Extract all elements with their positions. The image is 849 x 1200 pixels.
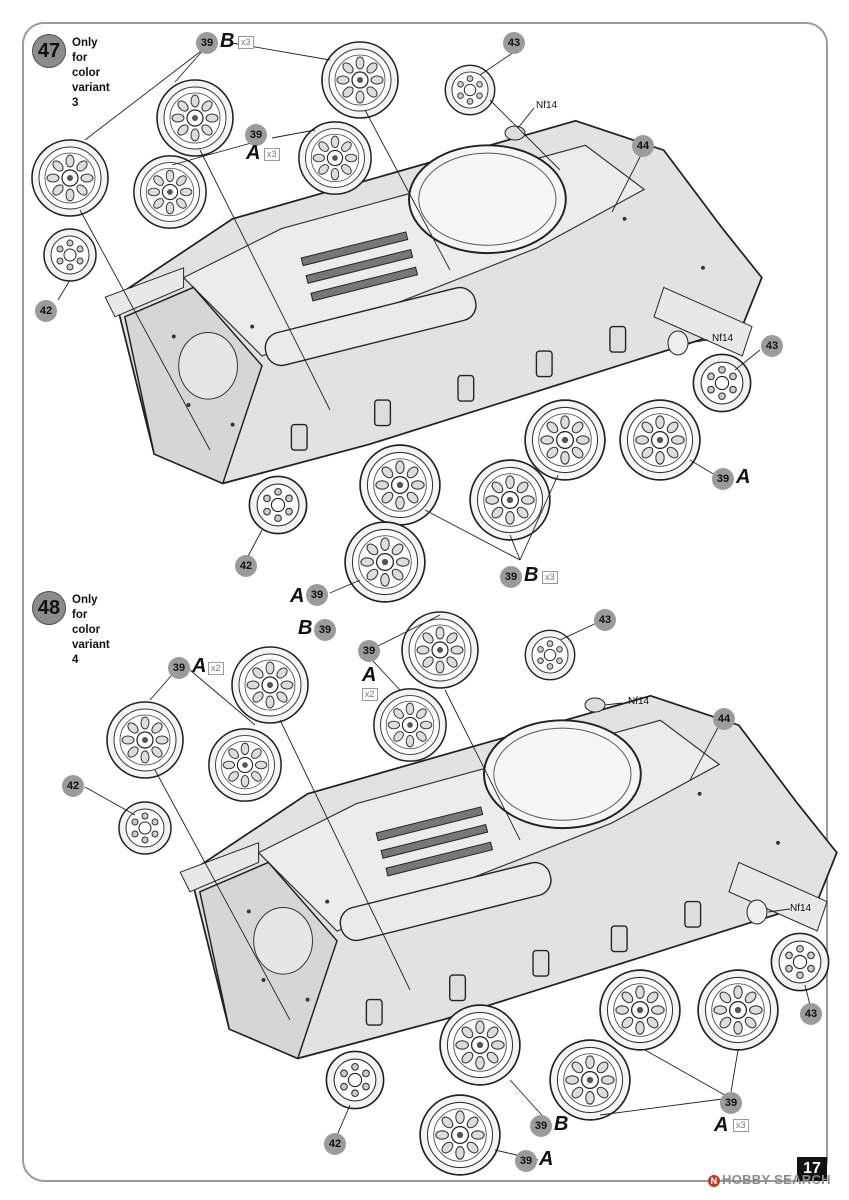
part-callout: 39 <box>500 566 522 588</box>
part-callout: 42 <box>235 555 257 577</box>
part-callout: 39 <box>712 468 734 490</box>
step-note: Only for color variant 4 <box>72 593 110 668</box>
step-number: 47 <box>32 34 66 68</box>
step-note-line1: Only for <box>72 594 98 621</box>
variant-letter: A <box>246 142 261 164</box>
part-callout: 39 <box>530 1115 552 1137</box>
step-number: 48 <box>32 591 66 625</box>
variant-letter: B <box>220 30 235 52</box>
nf-label: Nf14 <box>790 903 812 914</box>
step-note-line2: color variant 3 <box>72 67 110 109</box>
variant-letter: B <box>298 617 313 639</box>
part-callout: 42 <box>35 300 57 322</box>
page-frame <box>22 22 828 1182</box>
quantity-badge: x3 <box>238 36 254 49</box>
part-callout: 43 <box>503 32 525 54</box>
nf-label: Nf14 <box>712 333 734 344</box>
part-callout: 39 <box>196 32 218 54</box>
part-callout: 39 <box>515 1150 537 1172</box>
step-note-line2: color variant 4 <box>72 624 110 666</box>
quantity-badge: x3 <box>264 148 280 161</box>
quantity-badge: x3 <box>733 1119 749 1132</box>
part-callout: 39 <box>314 619 336 641</box>
step-note: Only for color variant 3 <box>72 36 110 111</box>
part-callout: 43 <box>761 335 783 357</box>
variant-letter: A <box>192 655 207 677</box>
nf-label: Nf14 <box>628 696 650 707</box>
part-callout: 43 <box>594 609 616 631</box>
variant-letter: A <box>539 1148 554 1170</box>
quantity-badge: x3 <box>542 571 558 584</box>
quantity-badge: x2 <box>362 688 378 701</box>
quantity-badge: x2 <box>208 662 224 675</box>
part-callout: 44 <box>713 708 735 730</box>
variant-letter: A <box>736 466 751 488</box>
part-callout: 39 <box>358 640 380 662</box>
part-callout: 39 <box>245 124 267 146</box>
watermark-text: HOBBY SEARCH <box>722 1172 831 1187</box>
watermark-logo-icon: N <box>708 1175 720 1187</box>
variant-letter: B <box>554 1113 569 1135</box>
variant-letter: A <box>290 585 305 607</box>
part-callout: 39 <box>306 584 328 606</box>
part-callout: 42 <box>324 1133 346 1155</box>
nf-label: Nf14 <box>536 100 558 111</box>
variant-letter: A <box>362 664 377 686</box>
part-callout: 39 <box>168 657 190 679</box>
page-number: 17 <box>797 1157 827 1181</box>
part-callout: 44 <box>632 135 654 157</box>
variant-letter: A <box>714 1114 729 1136</box>
part-callout: 42 <box>62 775 84 797</box>
part-callout: 43 <box>800 1003 822 1025</box>
step-note-line1: Only for <box>72 37 98 64</box>
variant-letter: B <box>524 564 539 586</box>
part-callout: 39 <box>720 1092 742 1114</box>
